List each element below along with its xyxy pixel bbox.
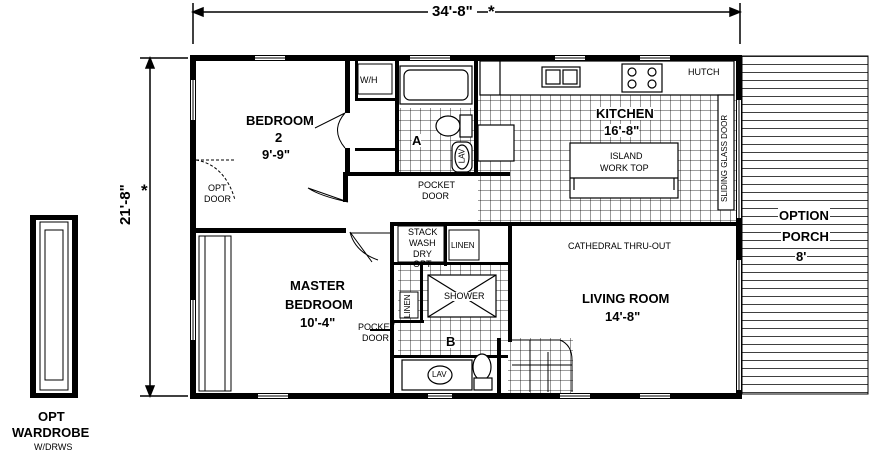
width-asterisk: * bbox=[488, 2, 495, 21]
pocket-door-btm-label2: DOOR bbox=[362, 333, 389, 343]
pocket-door-top-label: POCKET bbox=[418, 180, 456, 190]
lav-b-label: LAV bbox=[432, 370, 447, 379]
kitchen-counters bbox=[477, 60, 735, 211]
linen-label: LINEN bbox=[451, 241, 475, 250]
bath-a-label: A bbox=[412, 133, 422, 148]
shower bbox=[427, 274, 497, 318]
bath-b-label: B bbox=[446, 334, 456, 349]
porch-name: OPTION bbox=[778, 208, 830, 223]
stack-label: STACK bbox=[408, 227, 438, 237]
linen-closets bbox=[399, 229, 480, 319]
entry-landing bbox=[510, 339, 573, 392]
shower-label: SHOWER bbox=[444, 291, 485, 301]
porch-name2: PORCH bbox=[781, 229, 830, 244]
stack-washer-dryer bbox=[397, 225, 445, 263]
master-name2: BEDROOM bbox=[285, 297, 353, 312]
porch-deck bbox=[741, 55, 869, 395]
wardrobe-label2: WARDROBE bbox=[12, 425, 90, 440]
bedroom2-size: 9'-9" bbox=[262, 147, 291, 162]
lav-a-label: LAV bbox=[457, 148, 467, 164]
width-dimension-label: 34'-8" bbox=[428, 4, 477, 19]
interior-walls bbox=[196, 61, 736, 395]
living-name: LIVING ROOM bbox=[582, 291, 670, 306]
stack-label3: DRY bbox=[413, 249, 432, 259]
living-size: 14'-8" bbox=[605, 309, 641, 324]
bath-b-fixtures bbox=[401, 353, 493, 391]
sliding-door-label: SLIDING GLASS DOOR bbox=[720, 114, 729, 202]
master-closet bbox=[198, 235, 232, 392]
master-size: 10'-4" bbox=[300, 315, 336, 330]
porch-size: 8' bbox=[795, 249, 808, 264]
hutch-label: HUTCH bbox=[688, 67, 720, 77]
depth-asterisk: * bbox=[141, 181, 148, 200]
stack-label4: OPT bbox=[413, 259, 432, 269]
pocket-door-top-label2: DOOR bbox=[422, 191, 449, 201]
wardrobe-label3: W/DRWS bbox=[34, 442, 73, 452]
bath-a-fixtures bbox=[399, 65, 473, 173]
island-label: ISLAND bbox=[610, 151, 643, 161]
master-name: MASTER bbox=[290, 278, 345, 293]
window-lines bbox=[192, 57, 740, 397]
wardrobe-drawing bbox=[30, 215, 78, 398]
linen-label-vertical: LINEN bbox=[403, 294, 412, 318]
bedroom2-number: 2 bbox=[275, 130, 283, 145]
pocket-door-btm-label: POCKET bbox=[358, 322, 396, 332]
kitchen-name: KITCHEN bbox=[596, 106, 654, 121]
kitchen-size: 16'-8" bbox=[604, 123, 640, 138]
wh-label: W/H bbox=[360, 75, 378, 85]
cathedral-label: CATHEDRAL THRU-OUT bbox=[568, 241, 671, 251]
stack-label2: WASH bbox=[409, 238, 436, 248]
wardrobe-label: OPT bbox=[38, 409, 65, 424]
opt-door-label: OPT bbox=[208, 183, 227, 193]
water-heater bbox=[357, 63, 393, 95]
kitchen-island bbox=[569, 142, 679, 199]
door-swings bbox=[195, 112, 390, 331]
opt-door-label2: DOOR bbox=[204, 194, 231, 204]
bedroom2-name: BEDROOM bbox=[246, 113, 314, 128]
depth-dimension-label: 21'-8" bbox=[117, 181, 134, 228]
island-label2: WORK TOP bbox=[600, 163, 649, 173]
depth-dimension-line bbox=[140, 55, 188, 399]
